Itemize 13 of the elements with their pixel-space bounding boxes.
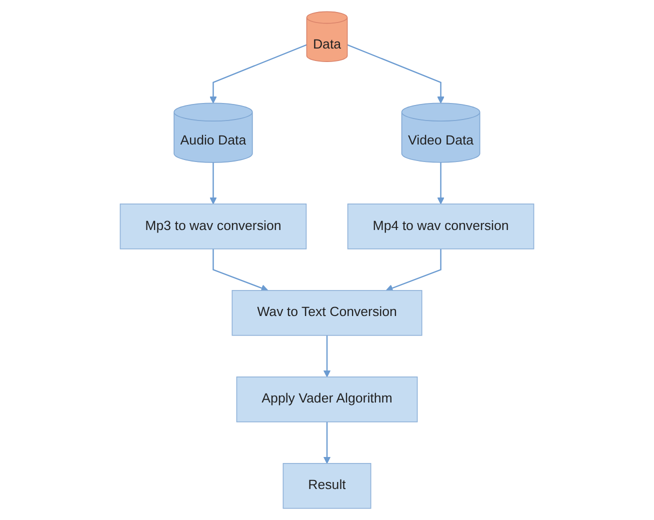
arrow: [210, 44, 307, 104]
node-box: Mp4 to wav conversion: [347, 204, 534, 250]
arrow: [323, 422, 331, 464]
arrow: [210, 162, 217, 204]
arrow: [437, 162, 444, 204]
node-box: Apply Vader Algorithm: [236, 376, 418, 422]
arrow: [347, 44, 444, 104]
node-box: Result: [282, 463, 372, 509]
node-box: Wav to Text Conversion: [232, 290, 422, 336]
arrow: [212, 248, 268, 292]
node-box: Mp3 to wav conversion: [120, 204, 307, 250]
arrow: [323, 335, 331, 378]
arrow: [386, 248, 442, 292]
